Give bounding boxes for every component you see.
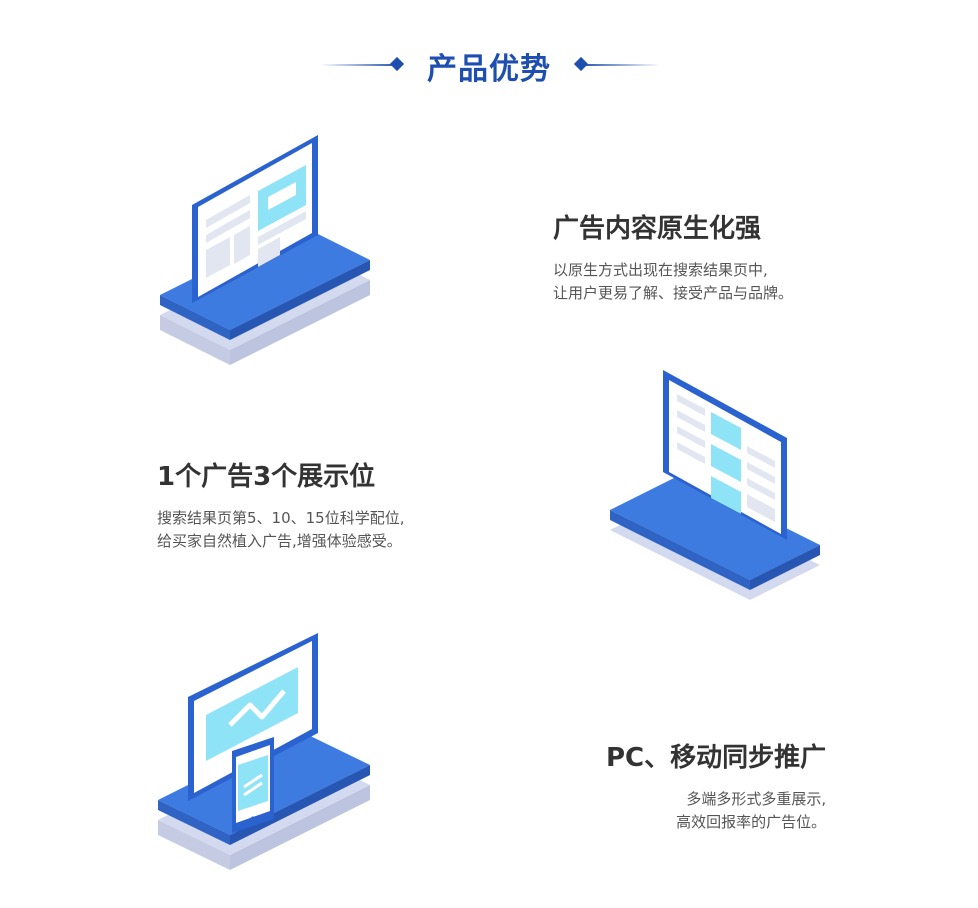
feature-desc-line: 以原生方式出现在搜索结果页中, <box>553 261 768 279</box>
feature-native-ads: 广告内容原生化强 以原生方式出现在搜索结果页中, 让用户更易了解、接受产品与品牌… <box>553 208 793 305</box>
section-title: 产品优势 <box>427 52 551 87</box>
pc-mobile-sync-icon <box>150 625 380 875</box>
search-results-icon <box>605 360 830 610</box>
header-left-line <box>320 64 400 66</box>
feature-desc-line: 高效回报率的广告位。 <box>676 813 827 831</box>
feature-title: 1个广告3个展示位 <box>157 462 376 492</box>
feature-description: 以原生方式出现在搜索结果页中, 让用户更易了解、接受产品与品牌。 <box>553 259 793 305</box>
browser-ad-icon <box>150 125 380 370</box>
feature-pc-mobile: PC、移动同步推广 多端多形式多重展示, 高效回报率的广告位。 <box>606 737 826 834</box>
feature-desc-line: 多端多形式多重展示, <box>686 790 827 808</box>
feature-desc-line: 让用户更易了解、接受产品与品牌。 <box>553 284 794 302</box>
feature-three-positions: 1个广告3个展示位 搜索结果页第5、10、15位科学配位, 给买家自然植入广告,… <box>157 456 405 553</box>
feature-title: 广告内容原生化强 <box>553 214 762 244</box>
feature-description: 多端多形式多重展示, 高效回报率的广告位。 <box>606 788 826 834</box>
section-header: 产品优势 <box>0 40 978 90</box>
feature-title: PC、移动同步推广 <box>606 743 827 773</box>
feature-desc-line: 给买家自然植入广告,增强体验感受。 <box>157 532 402 550</box>
feature-description: 搜索结果页第5、10、15位科学配位, 给买家自然植入广告,增强体验感受。 <box>157 507 405 553</box>
header-right-line <box>580 64 660 66</box>
feature-desc-line: 搜索结果页第5、10、15位科学配位, <box>157 509 405 527</box>
